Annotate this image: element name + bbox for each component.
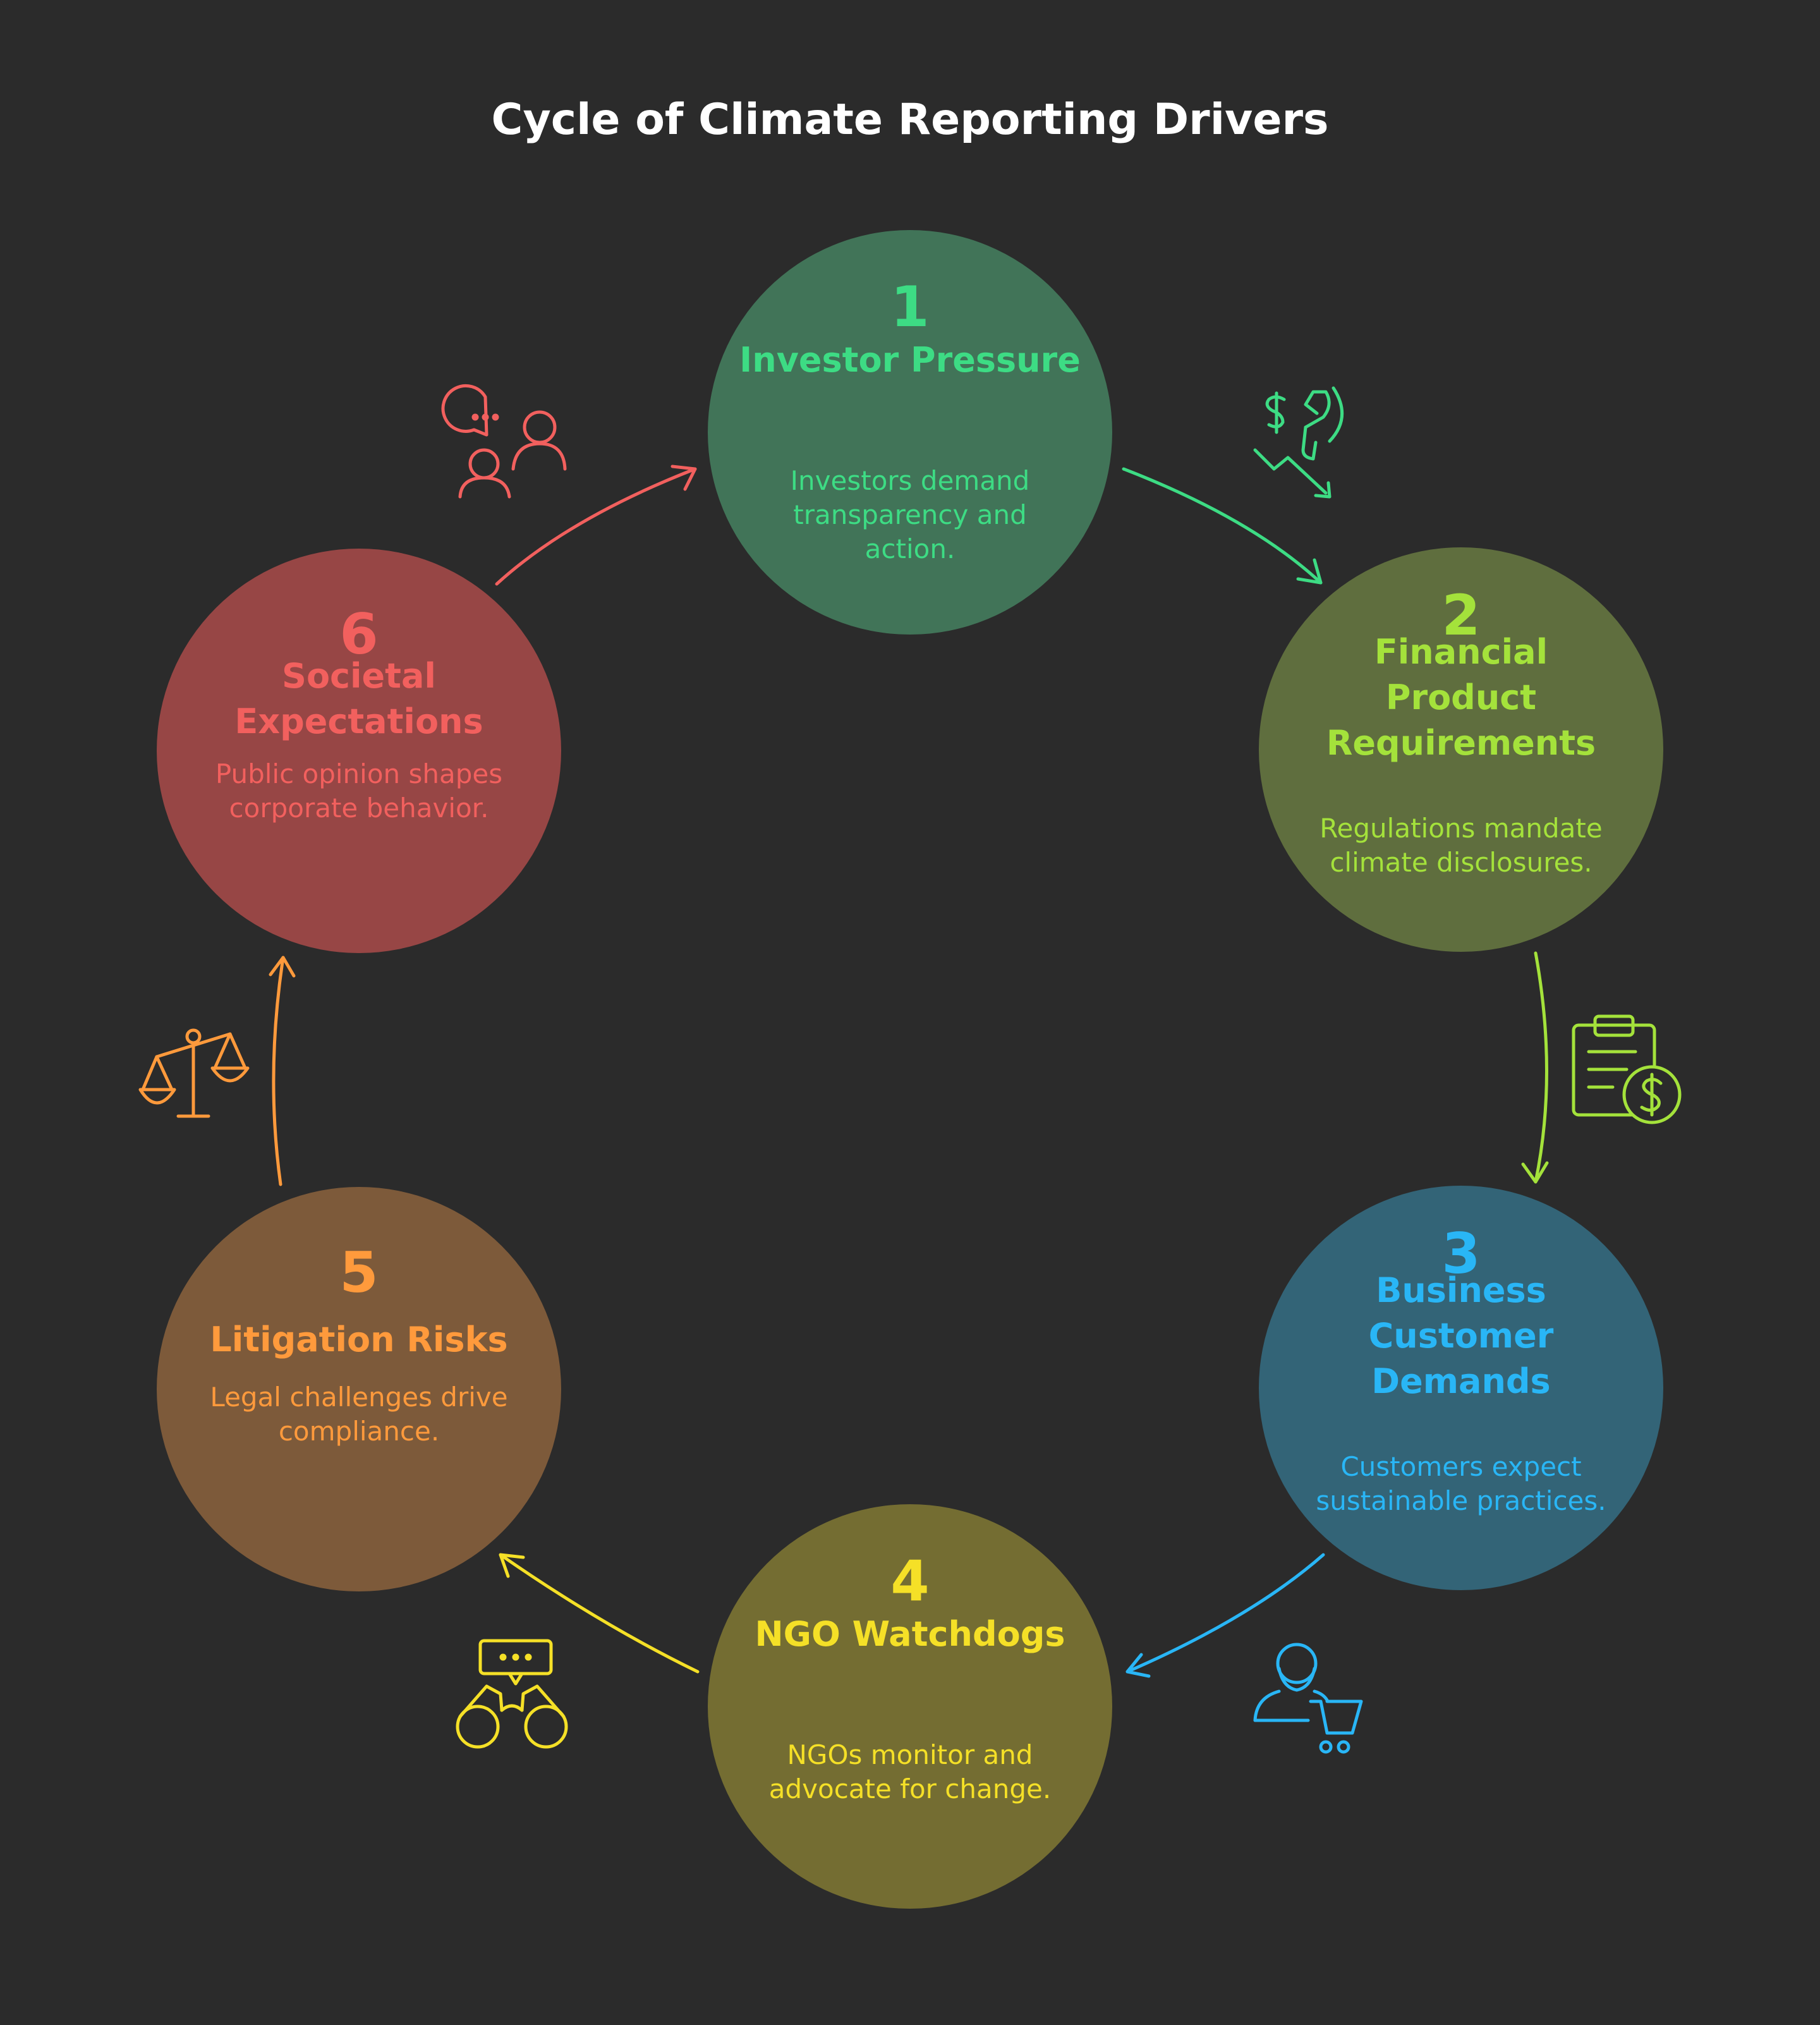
node-description: Regulations mandate climate disclosures. <box>1320 813 1603 878</box>
node-description: Legal challenges drive compliance. <box>210 1382 508 1447</box>
arrow-1-to-2 <box>1122 467 1323 585</box>
node-name: Business Customer Demands <box>1368 1270 1554 1401</box>
node-number: 1 <box>890 274 930 339</box>
arrow-4-to-5 <box>499 1553 700 1674</box>
people-chat-icon <box>441 384 567 499</box>
binoculars-chat-icon <box>456 1639 568 1749</box>
node-number: 2 <box>1441 583 1481 648</box>
arrow-2-to-3 <box>1521 951 1549 1184</box>
diagram-title: Cycle of Climate Reporting Drivers <box>491 95 1329 145</box>
arrow-6-to-1 <box>495 465 697 586</box>
customer-cart-icon <box>1253 1643 1363 1754</box>
arrow-5-to-6 <box>269 956 296 1186</box>
arrow-3-to-4 <box>1125 1553 1325 1678</box>
node-description: NGOs monitor and advocate for change. <box>768 1739 1052 1804</box>
node-number: 3 <box>1441 1221 1481 1286</box>
node-name: Financial Product Requirements <box>1326 632 1596 763</box>
node-name: Litigation Risks <box>210 1320 508 1359</box>
node-description: Investors demand transparency and action… <box>790 465 1030 564</box>
node-name: Societal Expectations <box>234 656 483 741</box>
node-description: Public opinion shapes corporate behavior… <box>215 758 503 824</box>
node-description: Customers expect sustainable practices. <box>1316 1451 1606 1516</box>
node-number: 5 <box>339 1240 379 1305</box>
scales-icon <box>138 1028 250 1118</box>
clipboard-dollar-icon <box>1572 1014 1682 1124</box>
money-down-megaphone-icon <box>1253 386 1344 499</box>
node-number: 4 <box>890 1548 930 1614</box>
node-name: Investor Pressure <box>739 340 1081 380</box>
node-name: NGO Watchdogs <box>755 1614 1065 1654</box>
node-number: 6 <box>339 602 379 667</box>
